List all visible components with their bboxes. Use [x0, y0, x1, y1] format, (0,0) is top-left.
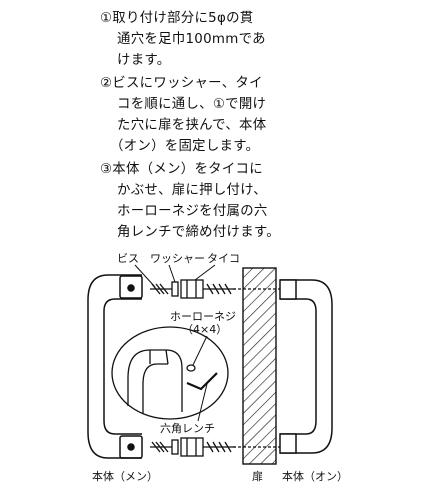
hollow-screw-label: ホーローネジ — [170, 310, 236, 323]
washer-label: ワッシャー — [150, 252, 205, 265]
leader-lines — [134, 264, 216, 422]
body-on-label: 本体（オン） — [282, 469, 348, 483]
bottom-fastener — [150, 437, 236, 457]
door-label: 扉 — [252, 470, 263, 483]
instruction-steps: ①取り付け部分に5φの貫 通穴を足巾100mmであ けます。 ②ビスにワッシャー… — [100, 8, 420, 245]
taiko-label: タイコ — [207, 252, 240, 265]
step-1-line-1: ①取り付け部分に5φの貫 — [100, 11, 254, 26]
body-men-label: 本体（メン） — [92, 469, 158, 483]
step-3: ③本体（メン）をタイコに かぶせ、扉に押し付け、 ホーローネジを付属の六 角レン… — [100, 159, 420, 243]
step-2-line-2: コを順に通し、①で開け — [117, 97, 267, 112]
step-2-line-3: た穴に扉を挟んで、本体 — [117, 118, 267, 133]
step-2-line-4: （オン）を固定します。 — [110, 139, 260, 154]
hex-wrench-label: 六角レンチ — [160, 422, 215, 435]
top-fastener — [150, 279, 236, 299]
door-panel — [242, 267, 277, 465]
hollow-screw-size-label: （4×4） — [182, 323, 227, 336]
screw-label: ビス — [117, 252, 139, 265]
step-3-line-4: 角レンチで締め付けます。 — [117, 225, 280, 240]
step-1-line-3: けます。 — [117, 53, 171, 68]
step-1-line-2: 通穴を足巾100mmであ — [117, 32, 266, 47]
step-3-line-3: ホーローネジを付属の六 — [117, 204, 268, 219]
step-2: ②ビスにワッシャー、タイ コを順に通し、①で開け た穴に扉を挟んで、本体 （オン… — [100, 73, 420, 157]
step-3-line-2: かぶせ、扉に押し付け、 — [117, 183, 267, 198]
step-2-line-1: ②ビスにワッシャー、タイ — [100, 76, 263, 91]
handle-body-men — [87, 274, 143, 459]
handle-body-on — [279, 279, 333, 454]
detail-view — [111, 326, 229, 420]
step-1: ①取り付け部分に5φの貫 通穴を足巾100mmであ けます。 — [100, 8, 420, 71]
step-3-line-1: ③本体（メン）をタイコに — [100, 162, 263, 177]
